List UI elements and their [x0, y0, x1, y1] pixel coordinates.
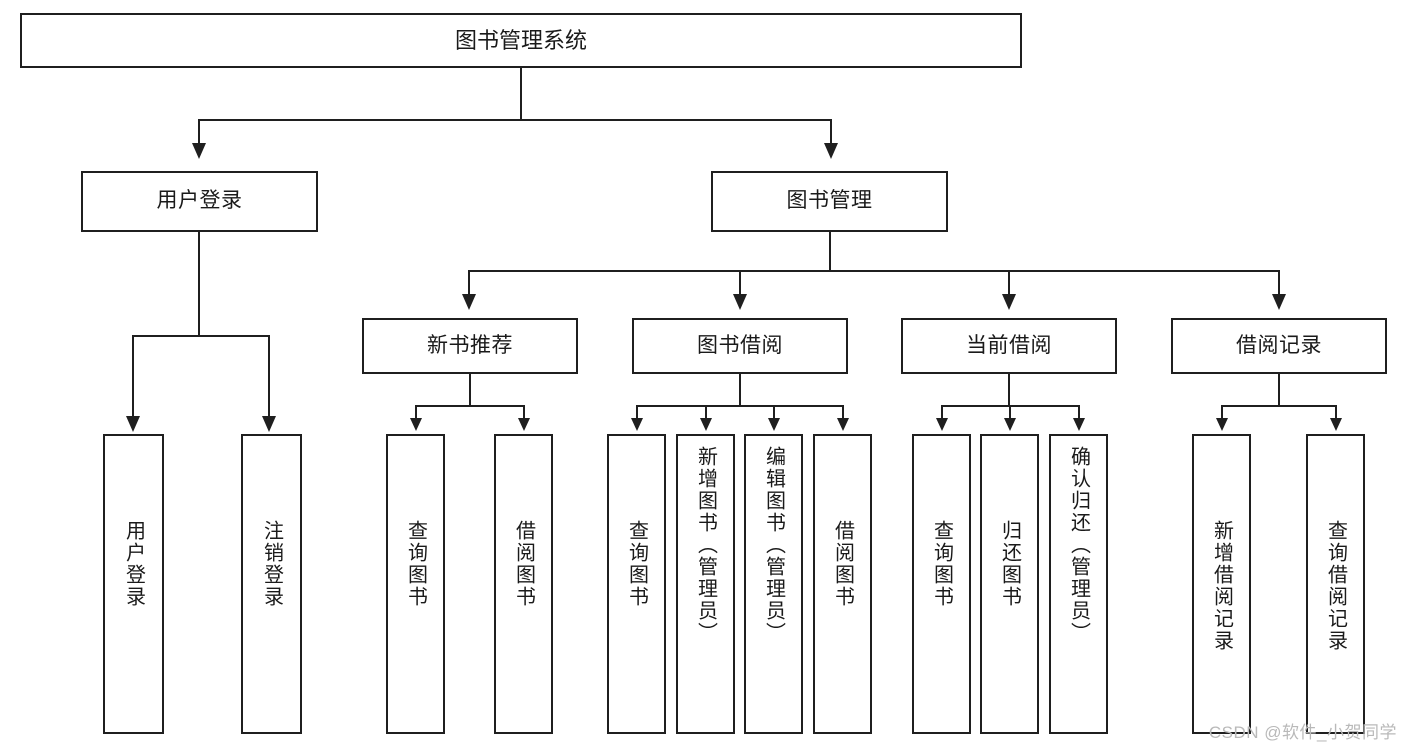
connector-root-stem	[520, 68, 522, 120]
connector-borrow-record-child-1	[1221, 405, 1223, 419]
leaf-label: 借阅图书	[831, 520, 854, 608]
leaf-borrow-book[interactable]: 借阅图书	[813, 434, 872, 734]
arrowhead-book-borrow-child-1	[631, 418, 643, 431]
connector-book-borrow-bar	[636, 405, 844, 407]
leaf-label: 查询图书	[625, 520, 648, 608]
arrowhead-to-user-login	[192, 143, 206, 159]
arrowhead-to-book-manage	[824, 143, 838, 159]
connector-user-login-bar	[132, 335, 268, 337]
leaf-query-book-recommend[interactable]: 查询图书	[386, 434, 445, 734]
leaf-user-login[interactable]: 用户登录	[103, 434, 164, 734]
node-label: 图书管理	[786, 189, 873, 213]
connector-borrow-record-child-2	[1335, 405, 1337, 419]
leaf-edit-book-admin[interactable]: 编辑图书（管理员）	[744, 434, 803, 734]
node-borrow-record[interactable]: 借阅记录	[1171, 318, 1387, 374]
arrowhead-to-current-borrow	[1002, 294, 1016, 310]
arrowhead-borrow-record-child-2	[1330, 418, 1342, 431]
leaf-label: 用户登录	[122, 520, 145, 608]
connector-book-manage-bar	[468, 270, 1280, 272]
connector-borrow-record-stem	[1278, 374, 1280, 406]
node-book-management[interactable]: 图书管理	[711, 171, 948, 232]
arrowhead-to-book-borrow	[733, 294, 747, 310]
connector-current-borrow-child-3	[1078, 405, 1080, 419]
arrowhead-current-borrow-child-1	[936, 418, 948, 431]
csdn-watermark: CSDN @软件_小贺同学	[1208, 723, 1397, 742]
connector-book-borrow-child-1	[636, 405, 638, 419]
arrowhead-to-borrow-record	[1272, 294, 1286, 310]
arrowhead-to-new-book	[462, 294, 476, 310]
connector-book-manage-to-book-borrow	[739, 270, 741, 296]
leaf-label: 借阅图书	[512, 520, 535, 608]
node-root-system[interactable]: 图书管理系统	[20, 13, 1022, 68]
connector-new-book-stem	[469, 374, 471, 406]
connector-new-book-bar	[415, 405, 525, 407]
arrowhead-book-borrow-child-4	[837, 418, 849, 431]
connector-current-borrow-stem	[1008, 374, 1010, 406]
leaf-label: 编辑图书（管理员）	[762, 446, 785, 644]
arrowhead-current-borrow-child-3	[1073, 418, 1085, 431]
node-label: 借阅记录	[1236, 333, 1322, 357]
connector-user-login-stem	[198, 232, 200, 336]
connector-new-book-child-1	[415, 405, 417, 419]
connector-book-manage-to-new-book	[468, 270, 470, 296]
node-label: 当前借阅	[966, 333, 1052, 357]
arrowhead-book-borrow-child-3	[768, 418, 780, 431]
connector-root-to-user-login	[198, 119, 200, 145]
connector-book-manage-to-current-borrow	[1008, 270, 1010, 296]
connector-book-borrow-stem	[739, 374, 741, 406]
connector-root-to-book-manage	[830, 119, 832, 145]
leaf-add-borrow-record[interactable]: 新增借阅记录	[1192, 434, 1251, 734]
connector-new-book-child-2	[523, 405, 525, 419]
arrowhead-user-login-child-1	[126, 416, 140, 432]
node-book-borrow[interactable]: 图书借阅	[632, 318, 848, 374]
leaf-borrow-book-recommend[interactable]: 借阅图书	[494, 434, 553, 734]
connector-book-manage-stem	[829, 232, 831, 271]
arrowhead-new-book-child-2	[518, 418, 530, 431]
leaf-label: 确认归还（管理员）	[1067, 446, 1090, 644]
arrowhead-new-book-child-1	[410, 418, 422, 431]
connector-book-borrow-child-4	[842, 405, 844, 419]
leaf-return-book[interactable]: 归还图书	[980, 434, 1039, 734]
leaf-label: 查询图书	[404, 520, 427, 608]
node-label: 用户登录	[156, 189, 243, 213]
connector-book-manage-to-borrow-record	[1278, 270, 1280, 296]
leaf-confirm-return-admin[interactable]: 确认归还（管理员）	[1049, 434, 1108, 734]
arrowhead-book-borrow-child-2	[700, 418, 712, 431]
leaf-label: 注销登录	[260, 520, 283, 608]
connector-user-login-child-2	[268, 335, 270, 417]
connector-root-bar	[198, 119, 832, 121]
connector-book-borrow-child-2	[705, 405, 707, 419]
connector-current-borrow-child-1	[941, 405, 943, 419]
connector-book-borrow-child-3	[773, 405, 775, 419]
connector-user-login-child-1	[132, 335, 134, 417]
node-label: 图书管理系统	[454, 27, 587, 53]
leaf-label: 新增图书（管理员）	[694, 446, 717, 644]
arrowhead-borrow-record-child-1	[1216, 418, 1228, 431]
leaf-label: 归还图书	[998, 520, 1021, 608]
leaf-query-borrow-record[interactable]: 查询借阅记录	[1306, 434, 1365, 734]
node-label: 新书推荐	[427, 333, 513, 357]
leaf-query-book-current[interactable]: 查询图书	[912, 434, 971, 734]
node-current-borrow[interactable]: 当前借阅	[901, 318, 1117, 374]
node-new-book-recommend[interactable]: 新书推荐	[362, 318, 578, 374]
leaf-label: 查询图书	[930, 520, 953, 608]
leaf-add-book-admin[interactable]: 新增图书（管理员）	[676, 434, 735, 734]
arrowhead-current-borrow-child-2	[1004, 418, 1016, 431]
node-user-login[interactable]: 用户登录	[81, 171, 318, 232]
connector-current-borrow-child-2	[1009, 405, 1011, 419]
leaf-logout[interactable]: 注销登录	[241, 434, 302, 734]
leaf-query-book-borrow[interactable]: 查询图书	[607, 434, 666, 734]
node-label: 图书借阅	[697, 333, 783, 357]
arrowhead-user-login-child-2	[262, 416, 276, 432]
leaf-label: 新增借阅记录	[1210, 520, 1233, 652]
leaf-label: 查询借阅记录	[1324, 520, 1347, 652]
connector-borrow-record-bar	[1221, 405, 1337, 407]
